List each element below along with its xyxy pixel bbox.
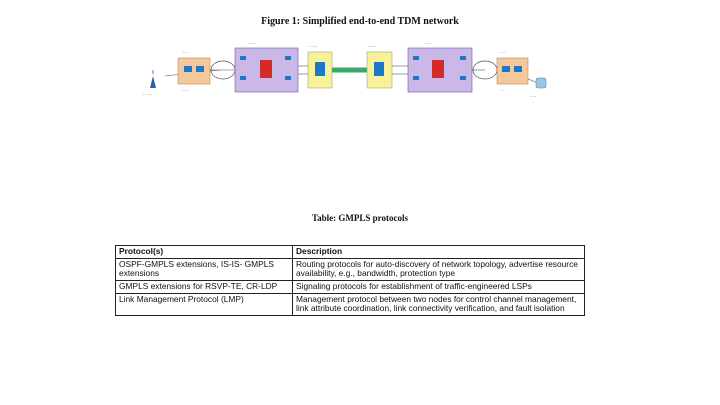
protocol-cell: GMPLS extensions for RSVP-TE, CR-LDP	[115, 279, 293, 294]
table-row: Link Management Protocol (LMP) Managemen…	[115, 292, 585, 316]
description-cell: Signaling protocols for establishment of…	[292, 279, 585, 294]
svg-text:······: ······	[248, 42, 255, 46]
svg-text:·····: ·····	[425, 42, 431, 46]
right-yellow-node: ·······	[366, 45, 393, 89]
svg-text:·····: ·····	[182, 51, 188, 55]
left-yellow-node: ········	[307, 45, 333, 89]
network-diagram: ··· ····· ····· ······ ······ ········	[130, 30, 590, 110]
table-row: GMPLS extensions for RSVP-TE, CR-LDP Sig…	[115, 279, 585, 294]
column-header-protocols: Protocol(s)	[115, 245, 293, 259]
protocol-cell: OSPF-GMPLS extensions, IS-IS- GMPLS exte…	[115, 257, 293, 281]
diagram-label-left: ··· ·····	[142, 93, 152, 97]
right-purple-switch: ·····	[407, 42, 473, 93]
protocol-cell: Link Management Protocol (LMP)	[115, 292, 293, 316]
table-title: Table: GMPLS protocols	[311, 213, 408, 223]
terminal-icon: ·····	[530, 77, 547, 99]
table-row: OSPF-GMPLS extensions, IS-IS- GMPLS exte…	[115, 257, 585, 281]
description-cell: Routing protocols for auto-discovery of …	[292, 257, 585, 281]
figure-title: Figure 1: Simplified end-to-end TDM netw…	[261, 16, 459, 27]
left-purple-switch: ······	[234, 42, 299, 93]
gmpls-protocols-table: Protocol(s) Description OSPF-GMPLS exten…	[115, 245, 585, 316]
svg-text:·······: ·······	[368, 45, 376, 49]
table-header-row: Protocol(s) Description	[115, 245, 585, 259]
svg-text:········: ········	[308, 45, 317, 49]
right-edge-node: ····· ····	[496, 51, 529, 93]
left-edge-node: ····· ······	[177, 51, 211, 93]
svg-text:····: ····	[500, 89, 505, 93]
svg-text:·····: ·····	[500, 51, 506, 55]
antenna-icon	[150, 70, 156, 88]
column-header-description: Description	[292, 245, 585, 259]
svg-text:······: ······	[182, 89, 189, 93]
svg-text:·····: ·····	[530, 95, 536, 99]
network-diagram-svg: ··· ····· ····· ······ ······ ········	[142, 42, 547, 99]
description-cell: Management protocol between two nodes fo…	[292, 292, 585, 316]
